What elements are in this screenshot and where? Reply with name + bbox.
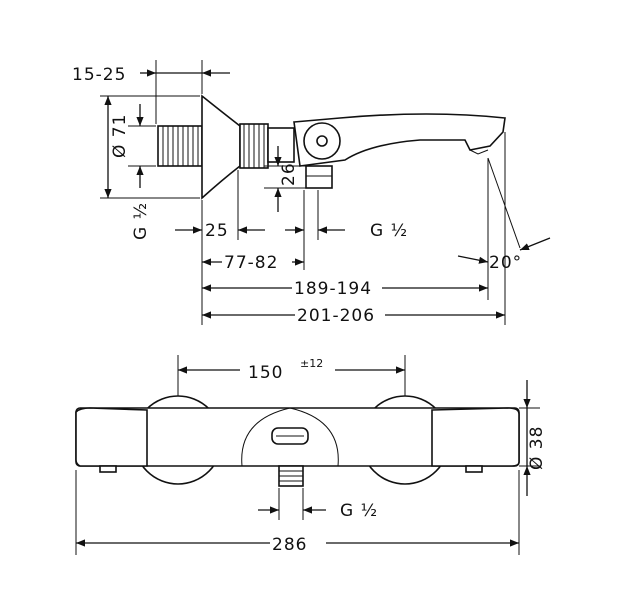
wall-flange — [201, 94, 241, 200]
dim-length-286: 286 — [272, 535, 307, 555]
left-foot — [99, 465, 117, 473]
dim-diameter-38: Ø 38 — [527, 426, 547, 470]
dim-thread-mid: G ½ — [370, 221, 408, 241]
dim-26: 26 — [279, 162, 299, 186]
side-view: 15-25 Ø 71 G ½ 25 26 G ½ 77-82 — [72, 60, 551, 326]
dim-25: 25 — [205, 221, 229, 241]
dim-diameter-71: Ø 71 — [110, 114, 130, 158]
bath-spout — [293, 113, 506, 167]
front-view: 150 ±12 Ø 38 G ½ 286 — [75, 355, 547, 555]
dim-tolerance-12: ±12 — [300, 357, 323, 370]
right-foot — [465, 465, 483, 473]
dim-189-194: 189-194 — [294, 279, 372, 299]
shower-outlet — [305, 165, 333, 189]
body-section — [267, 127, 295, 163]
threaded-connector — [157, 125, 203, 167]
dim-thread-bottom: G ½ — [340, 501, 378, 521]
dim-77-82: 77-82 — [224, 253, 278, 273]
dim-centers-150: 150 — [248, 363, 283, 383]
flow-handle — [431, 407, 520, 467]
dim-201-206: 201-206 — [297, 306, 375, 326]
dim-angle-20: 20° — [489, 253, 522, 273]
diverter-knob-center — [316, 135, 328, 147]
temperature-handle — [75, 407, 148, 467]
dim-flange-offset: 15-25 — [72, 65, 126, 85]
dim-thread-left: G ½ — [131, 202, 151, 240]
